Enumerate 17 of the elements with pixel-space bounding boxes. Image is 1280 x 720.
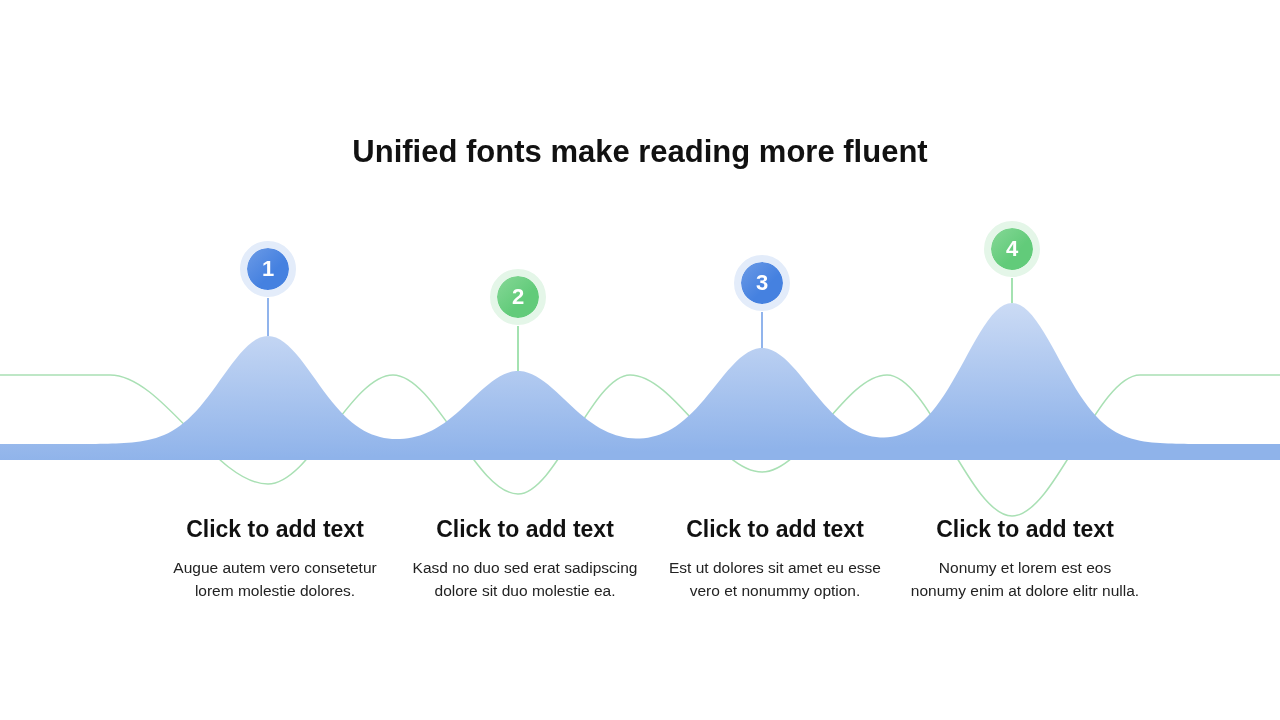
description: Nonumy et lorem est eos nonumy enim at dolore elitr nulla.: [910, 558, 1140, 601]
heading: Click to add text: [435, 516, 615, 543]
heading: Click to add text: [935, 516, 1115, 543]
number-circle: 1: [240, 241, 296, 297]
description: Est ut dolores sit amet eu esse vero et nonummy option.: [668, 558, 882, 601]
number-circle: 4: [984, 221, 1040, 277]
leader-line: [517, 325, 519, 372]
heading: Click to add text: [685, 516, 865, 543]
description: Augue autem vero consetetur lorem molestie dolores.: [172, 558, 378, 601]
number-circle: 2: [490, 269, 546, 325]
number-circle: 3: [734, 255, 790, 311]
heading: Click to add text: [185, 516, 365, 543]
leader-line: [1011, 277, 1013, 304]
leader-line: [267, 297, 269, 337]
description: Kasd no duo sed erat sadipscing dolore sit duo molestie ea.: [411, 558, 639, 601]
title: Unified fonts make reading more fluent: [351, 134, 929, 170]
leader-line: [761, 311, 763, 349]
